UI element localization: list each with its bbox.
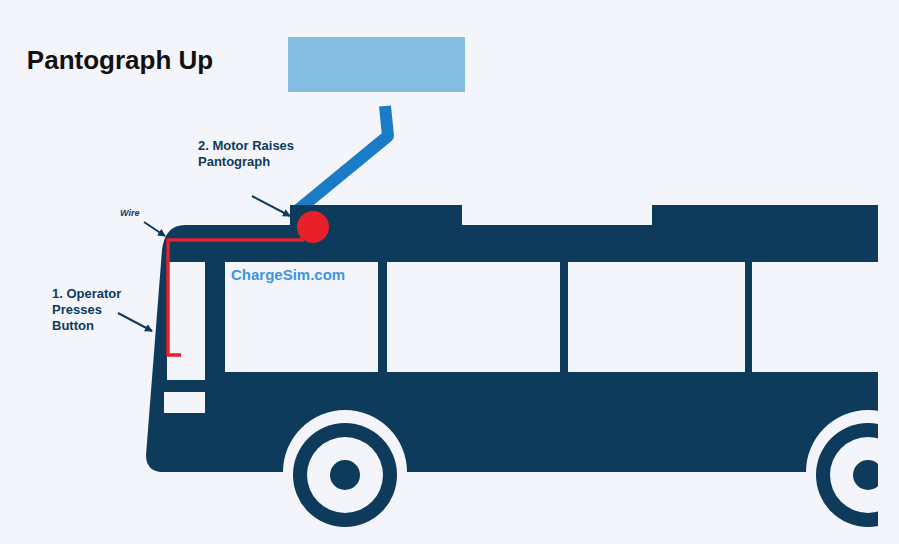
pantograph-arm (298, 106, 388, 210)
bus-body (146, 205, 878, 472)
wire-label: Wire (120, 208, 160, 218)
diagram-title: Pantograph Up (25, 38, 215, 82)
windshield (167, 262, 205, 380)
callout-label: 2. Motor Raises Pantograph (198, 138, 296, 170)
leader-arrow (252, 196, 290, 216)
side-window (568, 262, 745, 372)
charging-head (288, 37, 465, 92)
watermark: ChargeSim.com (231, 266, 381, 283)
side-window (387, 262, 560, 372)
leader-arrow (144, 222, 165, 236)
side-window (752, 262, 878, 372)
callout-label: 1. Operator Presses Button (52, 286, 144, 334)
motor (297, 211, 329, 243)
headlight (164, 392, 205, 413)
control-wire (168, 230, 312, 355)
wheel (293, 423, 397, 527)
leader-arrow (118, 313, 152, 331)
